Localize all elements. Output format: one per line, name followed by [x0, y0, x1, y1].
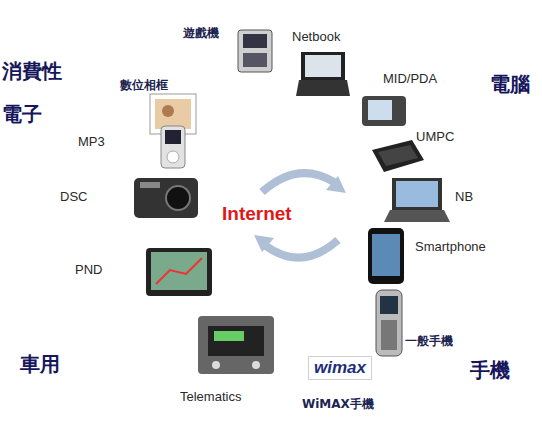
navigation-device	[146, 248, 212, 296]
category-heading: 車用	[20, 352, 60, 376]
category-heading: 消費性 電子	[2, 50, 68, 136]
digital-camera	[134, 178, 198, 218]
quadrant-sector: 手機 Smartphone 一般手機 WiMAX手機	[300, 217, 516, 433]
category-heading: 手機	[470, 358, 510, 382]
quadrant-sector: 消費性 電子遊戲機數位相框MP3DSC	[84, 1, 300, 217]
laptop	[384, 178, 450, 222]
device-label: Telematics	[180, 389, 241, 405]
device-label: Netbook	[292, 29, 340, 45]
device-label: WiMAX手機	[302, 397, 374, 411]
device-label: PND	[75, 262, 102, 278]
device-label: 遊戲機	[183, 26, 219, 40]
pda	[362, 96, 406, 126]
device-label: DSC	[60, 189, 87, 205]
category-heading: 電腦	[490, 72, 530, 96]
wimax-logo: wimax	[308, 356, 372, 380]
quadrant-sector: 車用PNDTelematics	[84, 217, 300, 433]
smartphone	[368, 228, 404, 284]
device-label: UMPC	[416, 129, 454, 145]
quadrant-sector: 電腦NetbookMID/PDAUMPCNB	[300, 1, 516, 217]
device-label: Smartphone	[415, 239, 486, 255]
device-label: 數位相框	[120, 78, 168, 92]
device-label: MID/PDA	[383, 71, 437, 87]
device-label: 一般手機	[405, 334, 453, 348]
device-label: NB	[455, 189, 473, 205]
telematics-unit	[198, 316, 274, 374]
mobile-phone	[376, 290, 402, 356]
divider-lines	[80, 0, 520, 435]
mp3-player	[161, 126, 185, 168]
center-label: Internet	[222, 203, 292, 226]
umpc	[372, 140, 424, 172]
netbook	[296, 52, 350, 96]
game-console	[238, 30, 272, 72]
device-label: MP3	[78, 134, 105, 150]
